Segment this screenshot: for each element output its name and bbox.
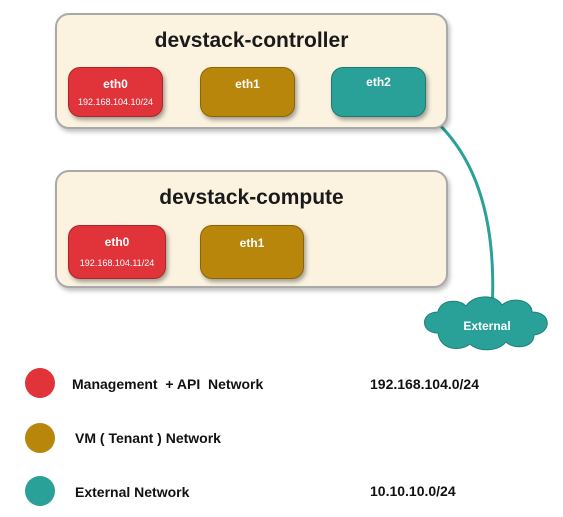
compute-eth1-name: eth1 <box>239 236 265 250</box>
controller-eth0-name: eth0 <box>103 77 128 91</box>
legend-vm-label: VM ( Tenant ) Network <box>75 430 221 446</box>
legend-management-dot <box>25 368 55 398</box>
controller-eth1-name: eth1 <box>235 77 260 91</box>
legend-external-dot <box>25 476 55 506</box>
devstack-controller-node: devstack-controller eth0 192.168.104.10/… <box>55 13 448 129</box>
compute-title: devstack-compute <box>159 186 344 209</box>
compute-eth0-name: eth0 <box>104 235 130 249</box>
compute-eth0-ip: 192.168.104.11/24 <box>79 258 155 268</box>
devstack-compute-node: devstack-compute eth0 192.168.104.11/24 … <box>55 170 448 288</box>
legend-vm-dot <box>25 423 55 453</box>
controller-eth1[interactable]: eth1 <box>200 67 295 117</box>
legend-external-label: External Network <box>75 484 190 500</box>
controller-eth0[interactable]: eth0 192.168.104.10/24 <box>68 67 163 117</box>
compute-eth1[interactable]: eth1 <box>200 225 304 279</box>
legend-external-value: 10.10.10.0/24 <box>370 483 456 499</box>
external-cloud-label: External <box>463 319 511 333</box>
compute-eth0[interactable]: eth0 192.168.104.11/24 <box>68 225 166 279</box>
controller-eth2-name: eth2 <box>366 75 391 89</box>
legend-management-label: Management + API Network <box>72 376 264 392</box>
legend-management-value: 192.168.104.0/24 <box>370 376 479 392</box>
controller-eth2[interactable]: eth2 <box>331 67 426 117</box>
controller-title: devstack-controller <box>154 29 349 52</box>
controller-eth0-ip: 192.168.104.10/24 <box>77 97 154 107</box>
